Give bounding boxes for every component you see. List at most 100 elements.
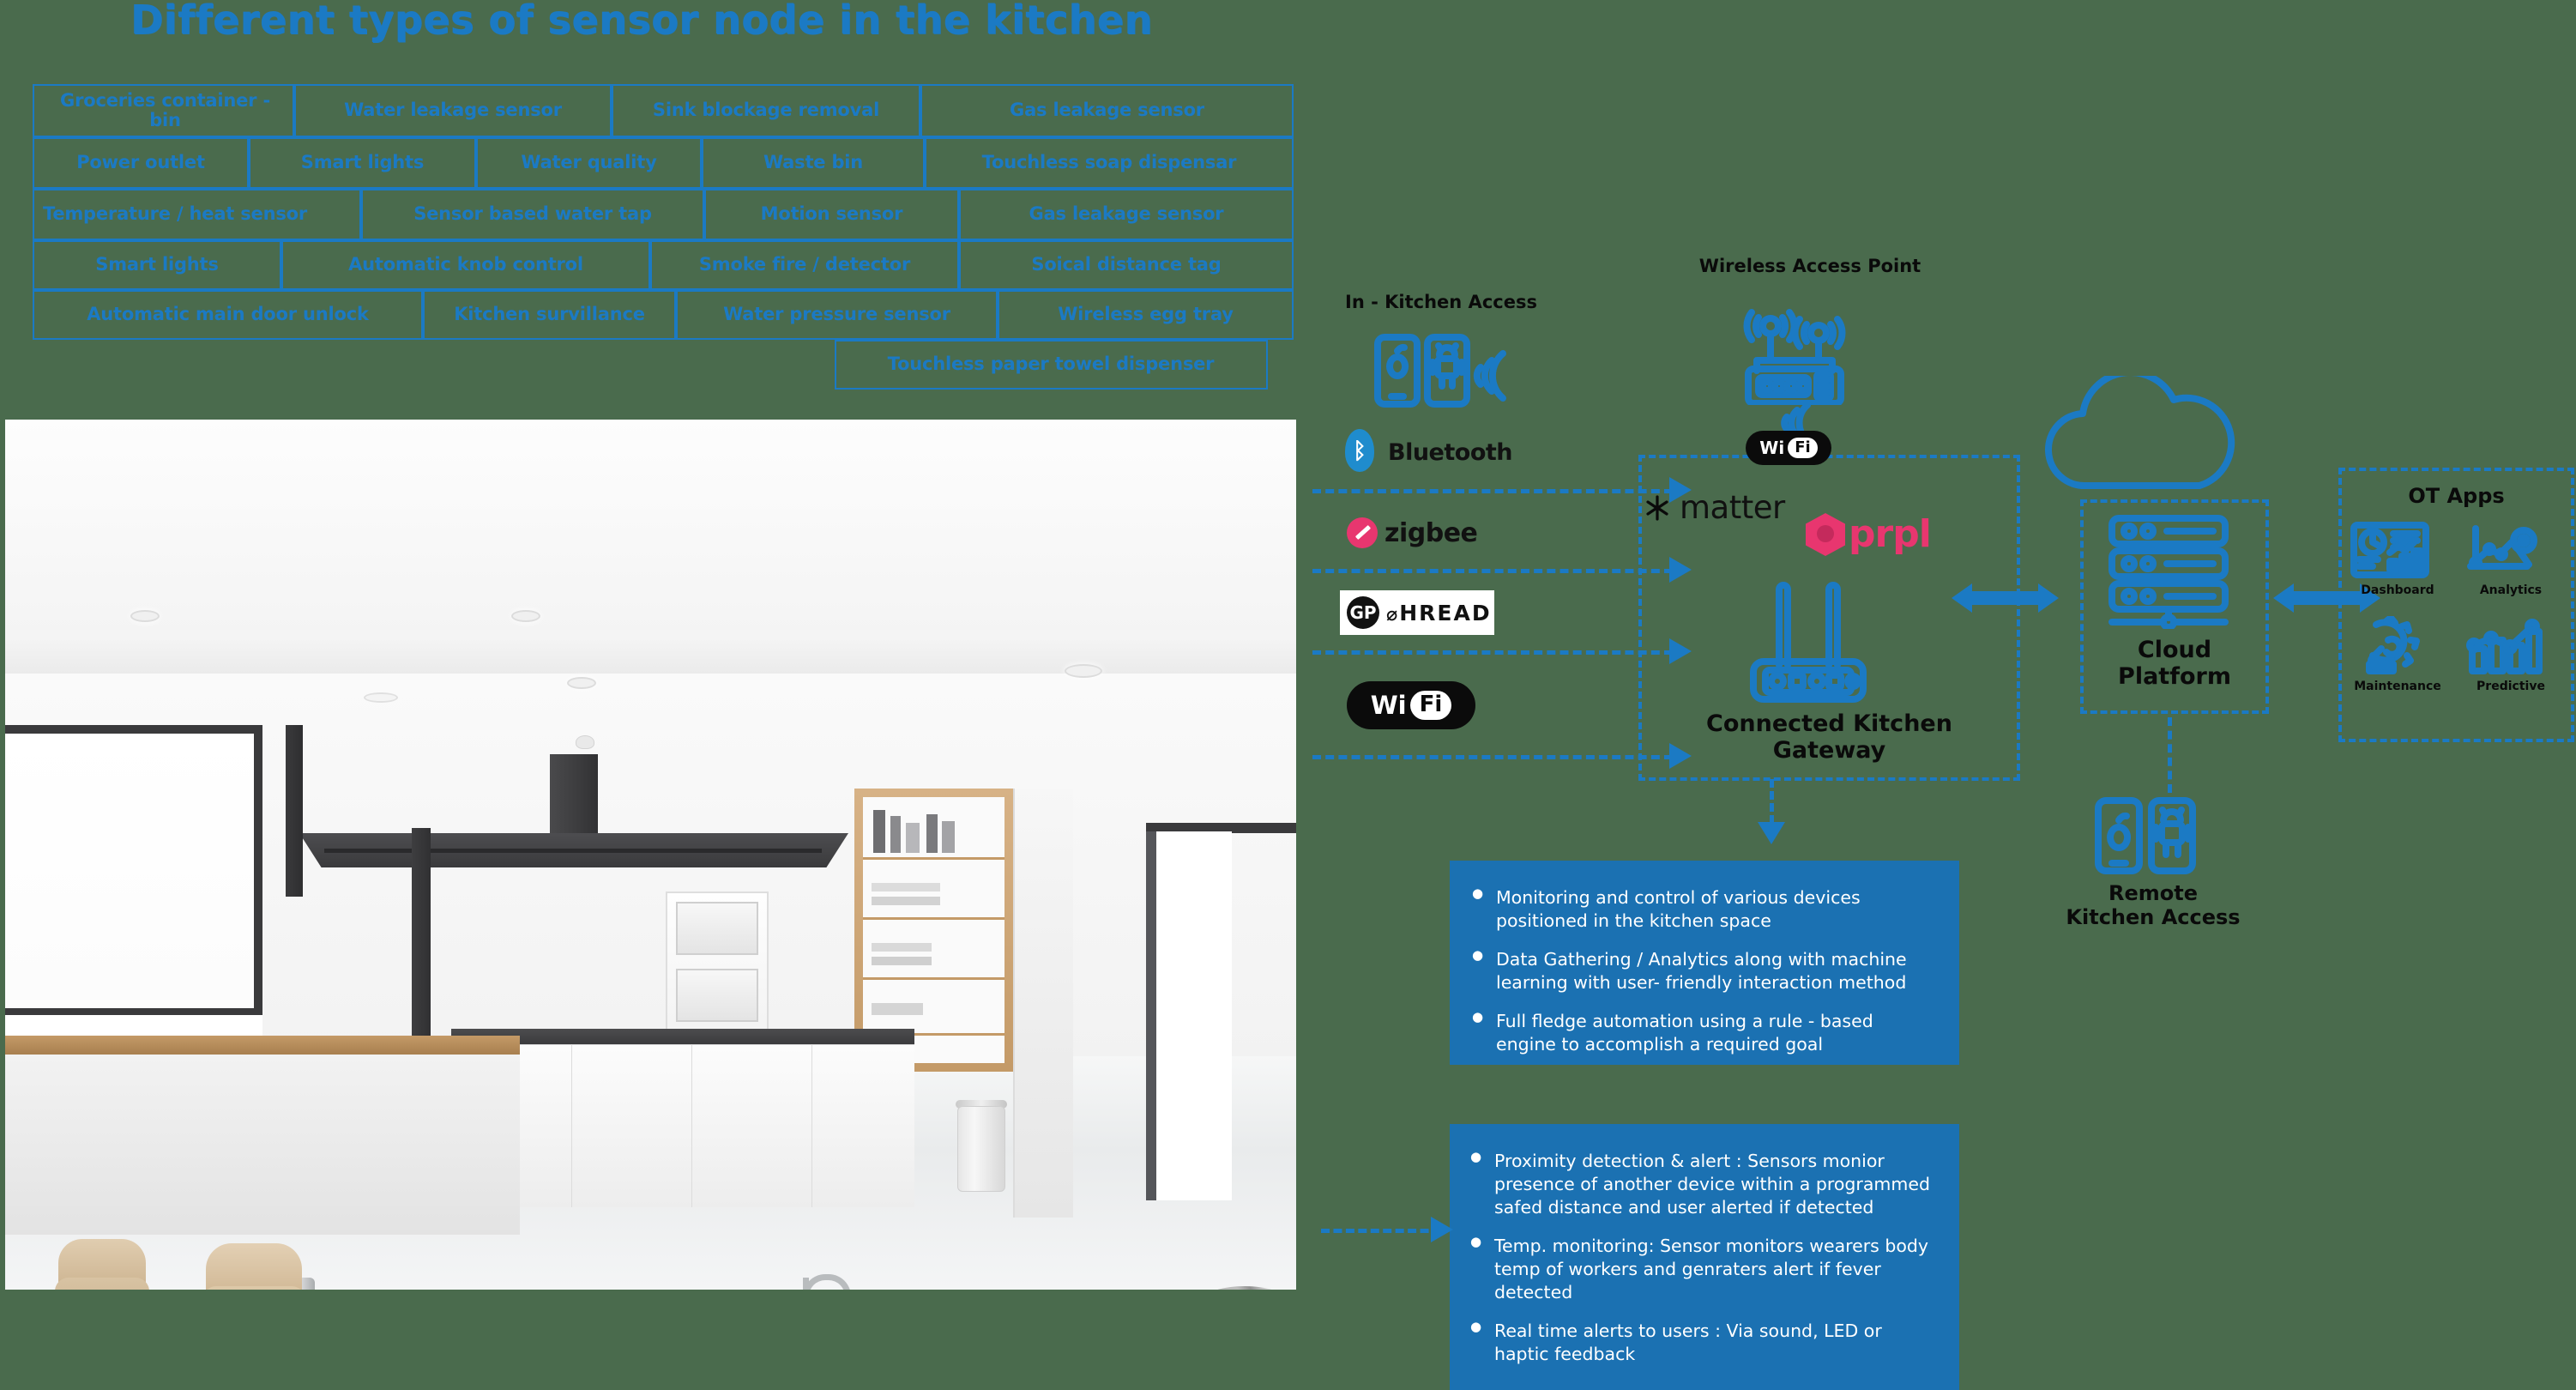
connector-bluetooth — [1312, 489, 1673, 493]
ot-app-predictive-label: Predictive — [2476, 680, 2545, 693]
gateway-wifi-wi: Wi — [1759, 438, 1785, 458]
gateway-boundary — [1638, 455, 2020, 781]
sensor-table-row: Touchless paper towel dispenser — [420, 340, 1681, 390]
sensor-cell: Motion sensor — [704, 189, 959, 240]
connector-safety-panel — [1321, 1229, 1441, 1233]
sensor-cell: Water leakage sensor — [294, 84, 612, 137]
sensor-cell: Wireless egg tray — [998, 290, 1294, 340]
arrowhead-bluetooth — [1669, 477, 1692, 503]
sensor-cell: Waste bin — [702, 137, 925, 189]
gateway-wifi-badge: Wi Fi — [1746, 431, 1831, 465]
ot-app-analytics-label: Analytics — [2479, 583, 2543, 597]
bluetooth-logo: ᛒ — [1345, 429, 1374, 472]
bluetooth-label: Bluetooth — [1388, 439, 1513, 466]
matter-mark-icon — [1646, 494, 1668, 521]
panel-bullet: Temp. monitoring: Sensor monitors wearer… — [1470, 1234, 1937, 1304]
gateway-title: Connected Kitchen Gateway — [1656, 710, 2003, 764]
remote-access-title: Remote Kitchen Access — [2059, 881, 2247, 929]
safety-panel: Proximity detection & alert : Sensors mo… — [1450, 1124, 1959, 1390]
sensor-cell: Sensor based water tap — [361, 189, 704, 240]
ot-app-dashboard[interactable]: Dashboard — [2350, 522, 2445, 597]
sensor-cell: Water pressure sensor — [676, 290, 998, 340]
cloud-platform-title: Cloud Platform — [2080, 637, 2269, 690]
in-kitchen-access-label: In - Kitchen Access — [1345, 292, 1537, 312]
connector-zigbee — [1312, 569, 1673, 573]
remote-access-phones-icon — [2095, 797, 2196, 874]
remote-title-line1: Remote — [2108, 881, 2198, 905]
connector-wifi — [1312, 755, 1673, 759]
sensor-cell: Smoke fire / detector — [650, 240, 959, 290]
ot-app-maintenance[interactable]: Maintenance — [2350, 616, 2445, 693]
ceiling-camera-icon — [576, 735, 594, 749]
panel-bullet: Proximity detection & alert : Sensors mo… — [1470, 1149, 1937, 1219]
ot-app-dashboard-label: Dashboard — [2361, 583, 2434, 597]
analytics-icon — [2467, 525, 2537, 570]
ot-apps-title: OT Apps — [2408, 484, 2505, 508]
gateway-wifi-fi: Fi — [1788, 438, 1818, 458]
wireless-access-point-label: Wireless Access Point — [1698, 256, 1921, 276]
sensor-cell: Smart lights — [249, 137, 476, 189]
router-gateway-icon — [1750, 582, 1867, 703]
arrowhead-gateway-down — [1758, 822, 1785, 844]
zigbee-logo — [1347, 517, 1378, 548]
capabilities-list: Monitoring and control of various device… — [1472, 885, 1934, 1056]
thread-logo: GP ⌀HREAD — [1340, 590, 1494, 635]
sensor-cell: Water quality — [476, 137, 702, 189]
sensor-cell: Automatic main door unlock — [33, 290, 423, 340]
cloud-icon — [2044, 376, 2235, 490]
ot-app-analytics[interactable]: Analytics — [2464, 522, 2558, 597]
arrowhead-safety-panel — [1431, 1217, 1453, 1242]
wifi-fi: Fi — [1409, 691, 1452, 720]
ot-app-predictive[interactable]: Predictive — [2464, 616, 2558, 693]
sensor-cell: Gas leakage sensor — [959, 189, 1294, 240]
panel-bullet: Full fledge automation using a rule - ba… — [1472, 1009, 1934, 1056]
panel-bullet: Real time alerts to users : Via sound, L… — [1470, 1319, 1937, 1366]
cloud-otapps-biarrow — [2273, 583, 2380, 613]
matter-label: matter — [1680, 489, 1785, 526]
matter-logo: matter — [1643, 489, 1785, 526]
sensor-cell: Soical distance tag — [959, 240, 1294, 290]
arrowhead-thread — [1669, 638, 1692, 664]
sensor-cell: Sink blockage removal — [612, 84, 920, 137]
safety-list: Proximity detection & alert : Sensors mo… — [1470, 1149, 1937, 1366]
apple-phone-icon — [1374, 334, 1506, 408]
kitchen-photo — [5, 420, 1296, 1290]
sensor-cell: Temperature / heat sensor — [33, 189, 361, 240]
thread-label: HREAD — [1399, 600, 1492, 626]
dashboard-icon — [2350, 522, 2429, 578]
thread-mark: GP — [1347, 596, 1379, 629]
wifi-logo: Wi Fi — [1347, 681, 1475, 729]
ot-apps-boundary — [2338, 468, 2574, 742]
gateway-cloud-biarrow — [1952, 583, 2059, 613]
prpl-label: prpl — [1849, 512, 1932, 557]
cloud-title-line1: Cloud — [2137, 637, 2212, 663]
capabilities-panel: Monitoring and control of various device… — [1450, 861, 1959, 1065]
server-stack-icon — [2108, 515, 2229, 629]
sensor-cell: Groceries container - bin — [33, 84, 294, 137]
arrowhead-zigbee — [1669, 557, 1692, 583]
predictive-chart-icon — [2466, 619, 2543, 674]
sensor-cell: Gas leakage sensor — [920, 84, 1294, 137]
smoke-detector-icon — [364, 692, 398, 703]
gateway-title-line1: Connected Kitchen — [1706, 710, 1952, 737]
sensor-cell: Power outlet — [33, 137, 249, 189]
sensor-cell: Automatic knob control — [281, 240, 650, 290]
gateway-title-line2: Gateway — [1772, 737, 1886, 764]
connector-thread — [1312, 650, 1673, 655]
cloud-platform-boundary — [2080, 499, 2269, 714]
remote-title-line2: Kitchen Access — [2066, 904, 2241, 929]
sensor-cell: Touchless paper towel dispenser — [834, 340, 1268, 390]
waste-bin — [957, 1106, 1005, 1192]
connector-cloud-remote — [2168, 717, 2172, 793]
arrowhead-wifi — [1669, 743, 1692, 769]
wifi-wi: Wi — [1370, 691, 1407, 720]
wireless-router-icon — [1743, 309, 1846, 405]
sensor-cell: Kitchen survillance — [423, 290, 676, 340]
sensor-cell: Smart lights — [33, 240, 281, 290]
